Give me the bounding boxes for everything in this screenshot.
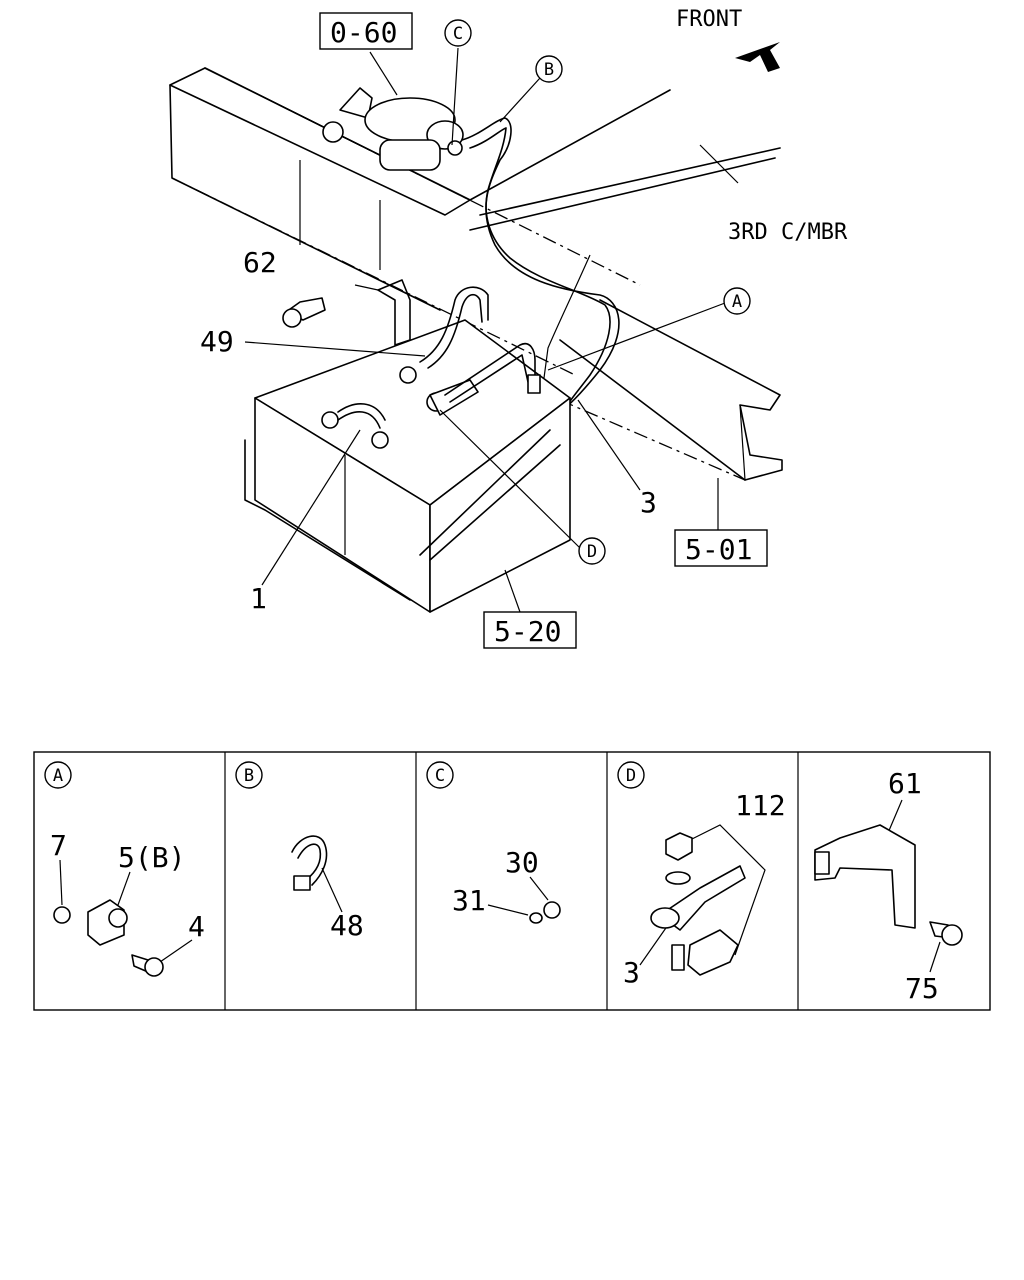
panel-b-label-48: 48 bbox=[330, 909, 364, 942]
bracket-61 bbox=[814, 824, 916, 929]
battery bbox=[244, 286, 571, 613]
ref-label-5-20: 5-20 bbox=[494, 615, 561, 648]
harness-wire bbox=[543, 254, 591, 379]
starter-motor bbox=[322, 87, 464, 171]
panel-c-label-31: 31 bbox=[452, 884, 486, 917]
ref-box-5-01 bbox=[674, 529, 768, 567]
callout-c: C bbox=[453, 24, 463, 44]
leader-lines bbox=[244, 47, 739, 613]
panel-d-id: D bbox=[626, 766, 636, 786]
panel-a-label-5b: 5(B) bbox=[118, 841, 185, 874]
detail-frame bbox=[33, 751, 991, 1011]
washer-31 bbox=[529, 912, 543, 924]
ref-box-5-20 bbox=[483, 611, 577, 649]
nut-30 bbox=[543, 901, 561, 919]
panel-b-id: B bbox=[244, 766, 254, 786]
detail-panel-bracket: 61 75 bbox=[814, 767, 963, 1005]
part-49-label: 49 bbox=[200, 325, 234, 358]
terminal-clamp bbox=[687, 929, 739, 976]
panel-a-label-4: 4 bbox=[188, 910, 205, 943]
cable-3 bbox=[659, 865, 746, 931]
panel-a-id: A bbox=[53, 766, 63, 786]
detail-panel-a: A 7 5(B) 4 bbox=[44, 761, 205, 977]
detail-panels bbox=[33, 751, 991, 1011]
front-label: FRONT bbox=[676, 7, 742, 32]
panel-c-label-30: 30 bbox=[505, 846, 539, 879]
bolt-62 bbox=[282, 297, 326, 328]
third-crossmember bbox=[469, 89, 783, 481]
panel-d-label-3: 3 bbox=[623, 956, 640, 989]
band-clip-48 bbox=[291, 835, 328, 886]
callout-d: D bbox=[587, 542, 597, 562]
nut-112 bbox=[665, 832, 693, 861]
callout-b-circle bbox=[535, 55, 563, 83]
part-3-label: 3 bbox=[640, 486, 657, 519]
callout-b: B bbox=[544, 60, 554, 80]
callout-a: A bbox=[732, 292, 742, 312]
panel-c-id: C bbox=[435, 766, 445, 786]
ref-label-5-01: 5-01 bbox=[685, 533, 752, 566]
callout-c-circle bbox=[444, 19, 472, 47]
panel-d-label-112: 112 bbox=[735, 789, 786, 822]
part-62-label: 62 bbox=[243, 246, 277, 279]
nut-7 bbox=[53, 906, 71, 924]
callout-d-circle bbox=[578, 537, 606, 565]
front-arrow-icon bbox=[735, 42, 780, 72]
ref-label-0-60: 0-60 bbox=[330, 16, 397, 49]
ref-box-0-60 bbox=[319, 12, 413, 50]
starter-cable bbox=[461, 117, 620, 421]
panel-a-label-7: 7 bbox=[50, 829, 67, 862]
part-1-label: 1 bbox=[250, 582, 267, 615]
detail-panel-d: D 112 3 bbox=[617, 761, 786, 989]
panel-5-label-61: 61 bbox=[888, 767, 922, 800]
panel-5-label-75: 75 bbox=[905, 972, 939, 1005]
detail-panel-c: C 30 31 bbox=[426, 761, 561, 924]
crossmember-label: 3RD C/MBR bbox=[728, 220, 848, 245]
callout-a-circle bbox=[723, 287, 751, 315]
detail-panel-b: B 48 bbox=[235, 761, 364, 942]
